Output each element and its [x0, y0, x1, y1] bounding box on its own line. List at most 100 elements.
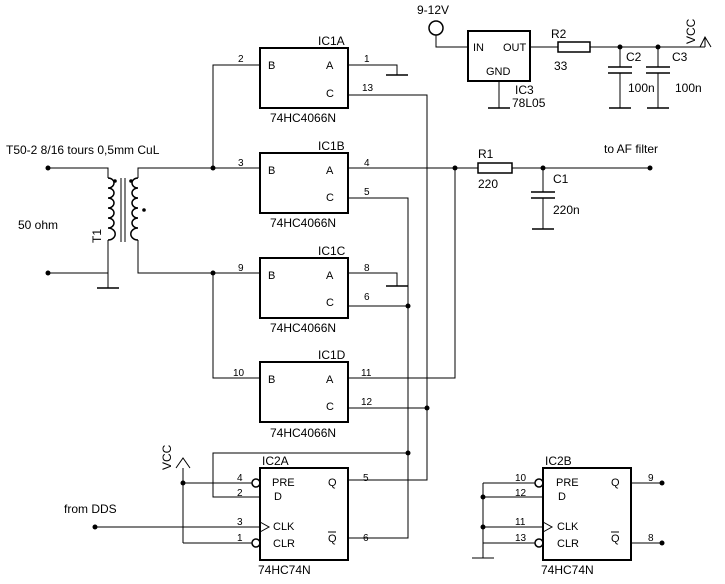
- primary-phase-dot: [113, 179, 117, 183]
- pin-clr-ic2b: 13: [515, 533, 527, 544]
- pin-c-ic1b: 5: [364, 187, 370, 198]
- switch-ic1d: IC1D B A C 10 11 12 74HC4066N: [233, 348, 373, 440]
- clk-triangle-ic2b: [542, 521, 554, 533]
- dds-input-label: from DDS: [64, 502, 117, 516]
- pin-c-ic1d: 12: [361, 397, 373, 408]
- vcc-arrow-ic2a: [175, 457, 191, 469]
- wire-ctrl-q: [348, 94, 428, 481]
- switch-part-ic1d: 74HC4066N: [270, 426, 336, 440]
- pin-name-clr-ic2b: CLR: [557, 538, 579, 550]
- pin-name-c-ic1b: C: [326, 192, 334, 204]
- junction-ctrl-qn-c: [405, 303, 411, 309]
- pre-bubble-ic2b: [534, 478, 544, 488]
- wire-ctrl-qn: [348, 197, 409, 539]
- c1-ref: C1: [553, 172, 569, 186]
- pin-pre-ic2b: 10: [515, 473, 527, 484]
- regulator-ref: IC3: [515, 83, 534, 97]
- terminal-dds: [92, 524, 98, 530]
- pin-b-ic1c: 9: [238, 263, 244, 274]
- flipflop-box-ic2a: [259, 467, 349, 561]
- regulator-ic3: [467, 30, 531, 82]
- switch-c-wiring: [212, 94, 428, 539]
- pin-name-d-ic2b: D: [558, 491, 566, 503]
- switch-part-ic1b: 74HC4066N: [270, 216, 336, 230]
- regulator-pin-gnd: GND: [486, 66, 511, 78]
- junction-ctrl-qn-d: [405, 450, 411, 456]
- pin-pre-ic2a: 4: [237, 473, 243, 484]
- flipflop-ref-ic2a: IC2A: [262, 454, 289, 468]
- resistor-r2: [557, 41, 591, 53]
- primary-winding: [107, 177, 116, 241]
- pin-name-pre-ic2b: PRE: [556, 477, 579, 489]
- vcc-label-top: VCC: [684, 18, 698, 44]
- r1-value: 220: [478, 177, 498, 191]
- junction-b-top: [210, 165, 216, 171]
- terminal-out: [647, 165, 653, 171]
- pin-a-ic1b: 4: [364, 158, 370, 169]
- output-label: to AF filter: [604, 142, 658, 156]
- junction-output: [452, 165, 458, 171]
- flipflop-ref-ic2b: IC2B: [545, 454, 572, 468]
- capacitor-c2: [608, 47, 632, 109]
- switch-box-ic1a: [259, 47, 349, 109]
- switch-ic1b: IC1B B A C 3 4 5 74HC4066N: [238, 139, 370, 230]
- switch-box-ic1b: [259, 152, 349, 214]
- output-filter: R1 220 to AF filter C1 220n: [477, 142, 658, 230]
- switch-ref-ic1d: IC1D: [318, 348, 346, 362]
- pin-name-clr-ic2a: CLR: [273, 538, 295, 550]
- pin-b-ic1a: 2: [238, 54, 244, 65]
- pin-name-a-ic1b: A: [326, 165, 334, 177]
- pin-c-ic1a: 13: [362, 83, 374, 94]
- transformer-impedance: 50 ohm: [18, 218, 58, 232]
- wire-secondary-bottom: [137, 240, 213, 274]
- switch-ic1c: IC1C B A C 9 8 6 74HC4066N: [238, 244, 370, 335]
- c3-value: 100n: [675, 81, 702, 95]
- pin-name-b-ic1d: B: [268, 374, 275, 386]
- pin-name-b-ic1c: B: [268, 270, 275, 282]
- pin-name-c-ic1a: C: [326, 88, 334, 100]
- pin-clk-ic2b: 11: [515, 517, 526, 528]
- switch-a-wiring: [348, 64, 478, 379]
- clr-bubble-ic2b: [534, 538, 544, 548]
- pin-name-q-ic2a: Q: [328, 477, 337, 489]
- supply-wire: [435, 35, 468, 48]
- wire-ic1d-a-output: [348, 168, 456, 379]
- regulator-section: 9-12V IN OUT GND IC3 78L05 R2 33 C2 100n: [417, 3, 712, 110]
- pin-q-ic2b: 9: [648, 473, 654, 484]
- pin-b-ic1b: 3: [238, 158, 244, 169]
- wire-ic1a-b: [212, 64, 260, 168]
- wire-ic1b-b: [137, 167, 260, 178]
- switch-box-ic1d: [259, 361, 349, 423]
- switch-part-ic1c: 74HC4066N: [270, 321, 336, 335]
- flipflop-ic2a-wiring: [95, 457, 260, 544]
- switch-ref-ic1a: IC1A: [318, 34, 345, 48]
- pre-bubble-ic2a: [251, 478, 261, 488]
- pin-qn-ic2b: 8: [648, 533, 654, 544]
- pin-name-qn-ic2b: Q: [611, 533, 620, 545]
- pin-c-ic1c: 6: [364, 292, 370, 303]
- pin-name-clk-ic2a: CLK: [273, 521, 295, 533]
- flipflop-ic2b: IC2B PRE D Q CLK CLR Q 10 12 11 13 9 8 7…: [515, 454, 654, 577]
- clk-triangle-ic2a: [259, 521, 271, 533]
- pin-name-clk-ic2b: CLK: [557, 521, 579, 533]
- pin-name-q-ic2b: Q: [611, 477, 620, 489]
- switch-ref-ic1b: IC1B: [318, 139, 345, 153]
- regulator-pin-in: IN: [473, 42, 484, 54]
- pin-name-d-ic2a: D: [274, 491, 282, 503]
- flipflop-part-ic2b: 74HC74N: [541, 563, 594, 577]
- secondary-winding: [130, 177, 139, 241]
- flipflop-box-ic2b: [542, 467, 632, 561]
- pin-d-ic2a: 2: [237, 488, 243, 499]
- c2-value: 100n: [628, 81, 655, 95]
- pin-name-c-ic1d: C: [326, 401, 334, 413]
- c3-ref: C3: [672, 50, 688, 64]
- pin-name-qn-ic2a: Q: [328, 533, 337, 545]
- pin-name-a-ic1a: A: [326, 60, 334, 72]
- pin-qn-ic2a: 6: [363, 533, 369, 544]
- secondary-phase-dot: [129, 179, 133, 183]
- pin-d-ic2b: 12: [515, 488, 527, 499]
- pin-a-ic1d: 11: [361, 368, 372, 379]
- junction-vcc-ic2a: [180, 480, 186, 486]
- switch-part-ic1a: 74HC4066N: [270, 111, 336, 125]
